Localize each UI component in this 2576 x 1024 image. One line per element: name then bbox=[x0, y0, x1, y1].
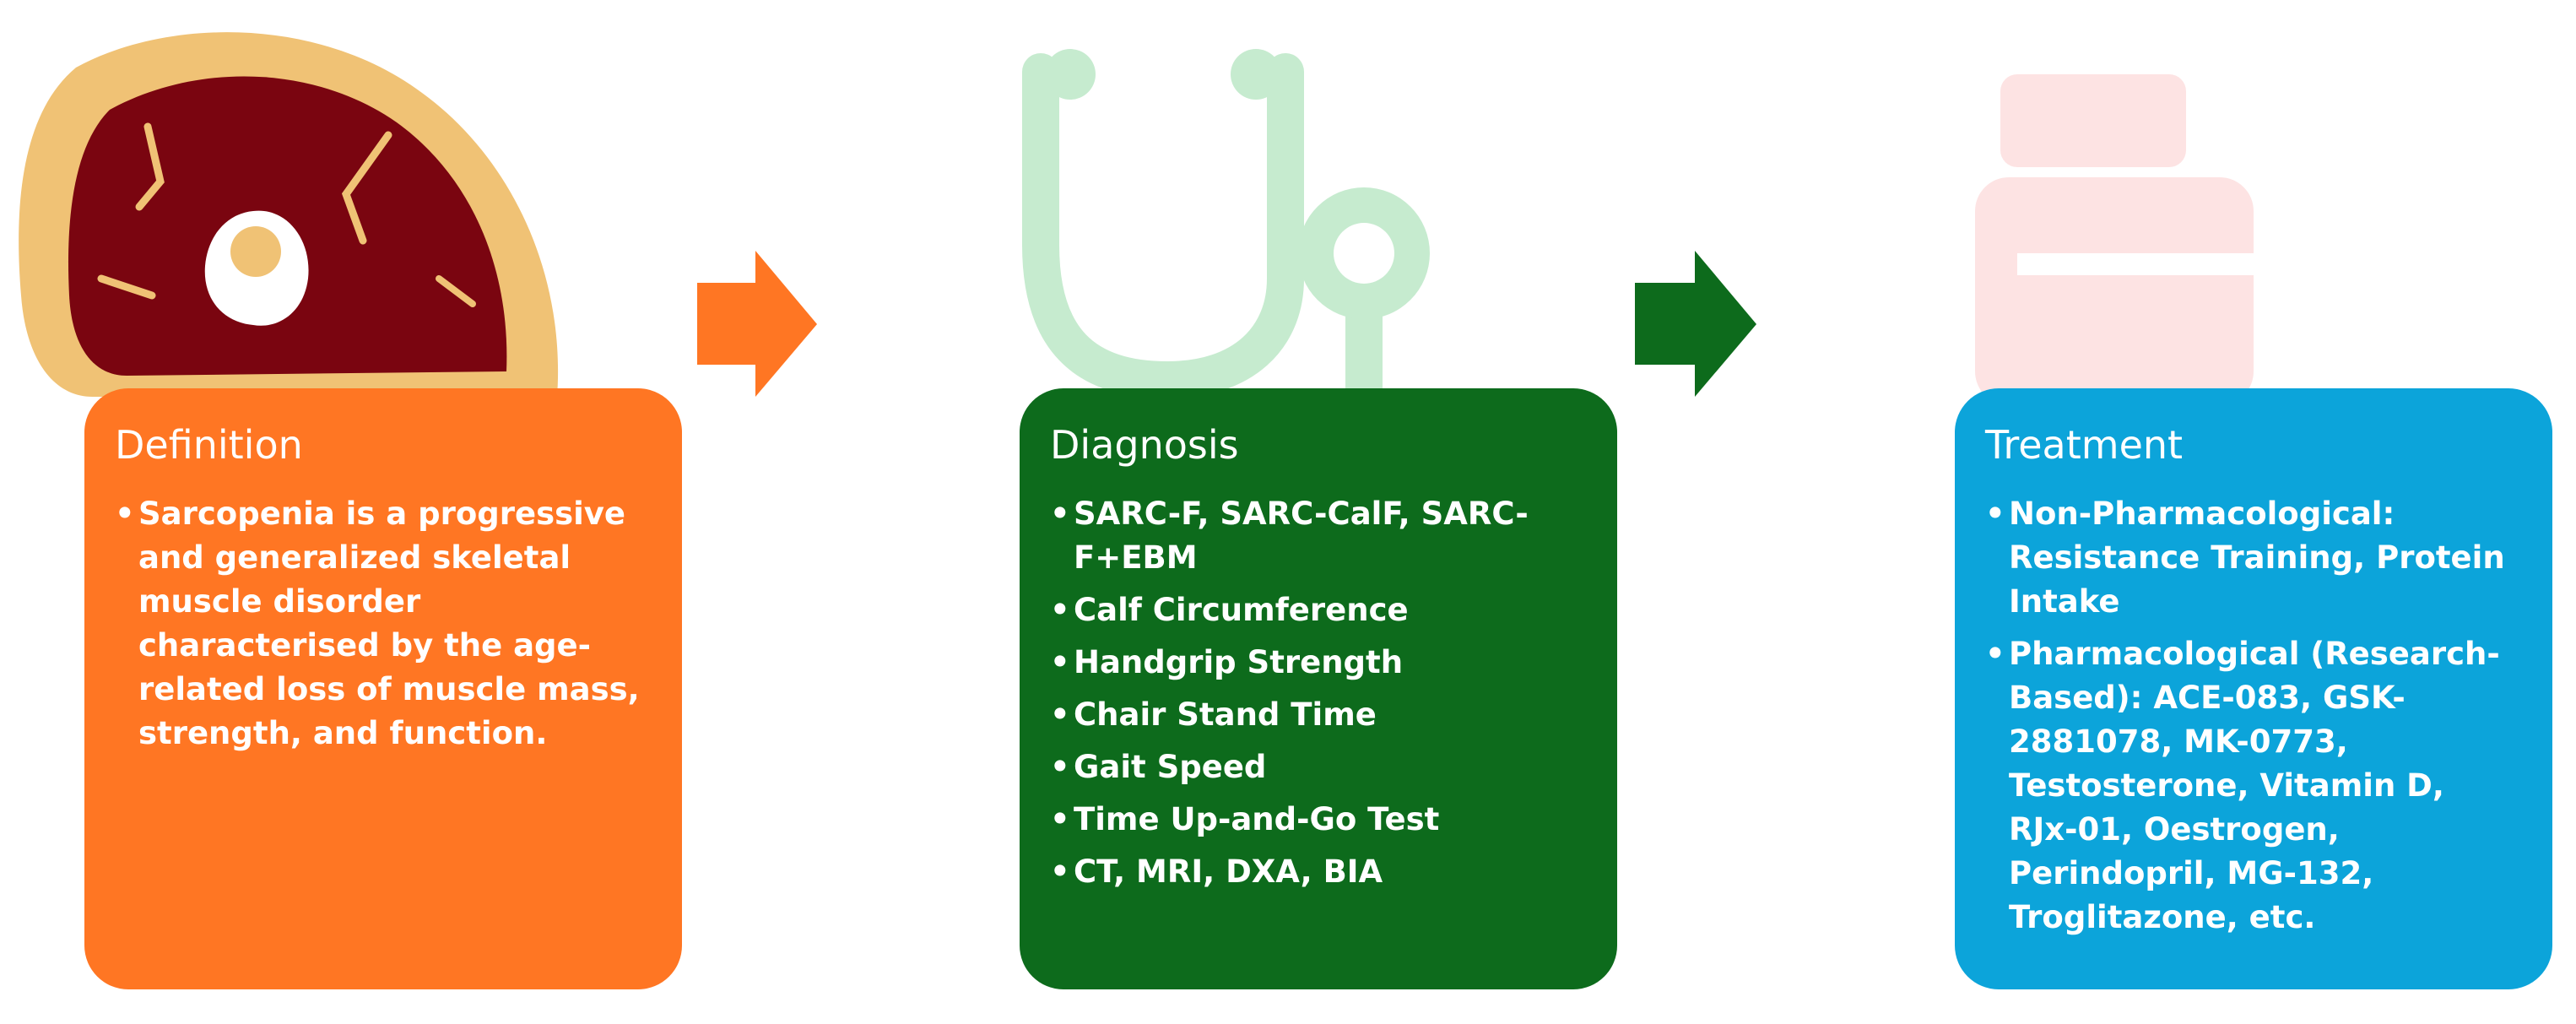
diagnosis-item: Handgrip Strength bbox=[1050, 641, 1583, 685]
diagnosis-item: CT, MRI, DXA, BIA bbox=[1050, 850, 1583, 894]
diagnosis-item: Time Up-and-Go Test bbox=[1050, 798, 1583, 842]
diagnosis-card: Diagnosis SARC-F, SARC-CalF, SARC-F+EBM … bbox=[1020, 388, 1617, 989]
diagnosis-item: SARC-F, SARC-CalF, SARC-F+EBM bbox=[1050, 492, 1583, 580]
diagnosis-item: Gait Speed bbox=[1050, 745, 1583, 789]
diagnosis-title: Diagnosis bbox=[1050, 422, 1239, 468]
treatment-card: Treatment Non-Pharmacological: Resistanc… bbox=[1955, 388, 2552, 989]
meat-icon bbox=[19, 32, 559, 398]
diagnosis-item: Chair Stand Time bbox=[1050, 693, 1583, 737]
arrow-right-icon bbox=[1635, 251, 1756, 397]
diagnosis-item: Calf Circumference bbox=[1050, 588, 1583, 632]
pill-bottle-icon bbox=[1975, 74, 2254, 405]
definition-card: Definition Sarcopenia is a progressive a… bbox=[84, 388, 682, 989]
arrow-right-icon bbox=[697, 251, 817, 397]
diagnosis-list: SARC-F, SARC-CalF, SARC-F+EBM Calf Circu… bbox=[1050, 492, 1583, 894]
treatment-item: Pharmacological (Research-Based): ACE-08… bbox=[1985, 632, 2519, 940]
treatment-item: Non-Pharmacological: Resistance Training… bbox=[1985, 492, 2519, 624]
treatment-list: Non-Pharmacological: Resistance Training… bbox=[1985, 492, 2519, 940]
definition-title: Definition bbox=[115, 422, 303, 468]
definition-item: Sarcopenia is a progressive and generali… bbox=[115, 492, 648, 756]
definition-list: Sarcopenia is a progressive and generali… bbox=[115, 492, 648, 756]
stethoscope-icon bbox=[1022, 49, 1430, 407]
treatment-title: Treatment bbox=[1985, 422, 2184, 468]
